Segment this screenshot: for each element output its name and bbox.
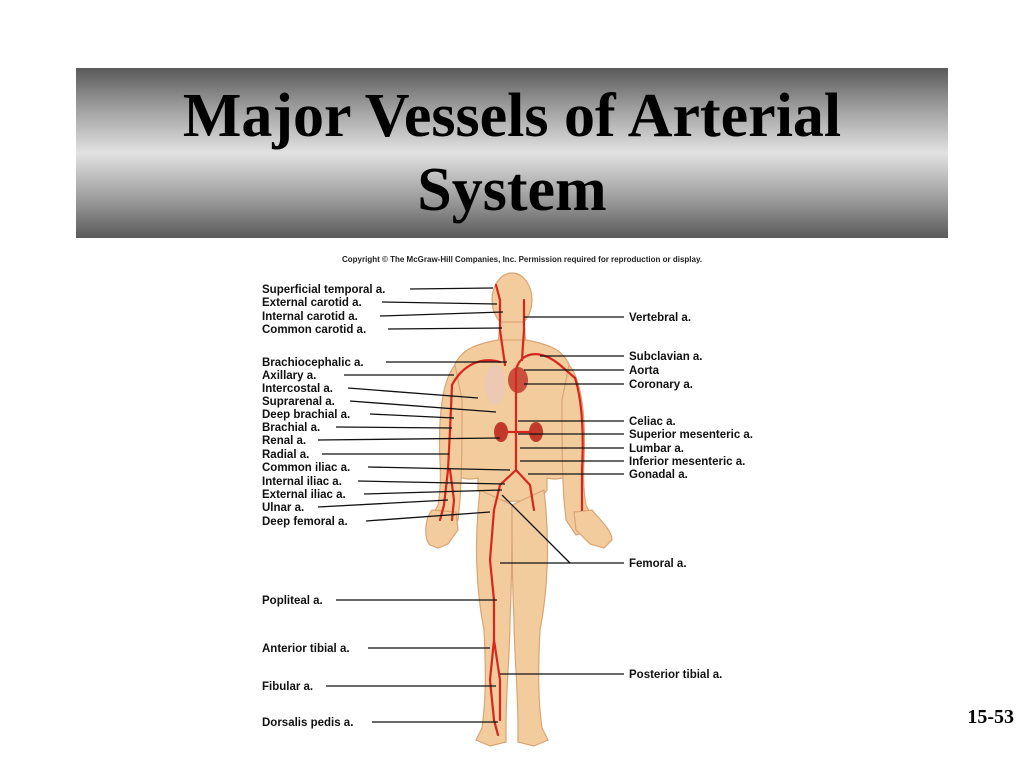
label-anterior-tibial: Anterior tibial a.	[262, 643, 350, 655]
label-superficial-temporal: Superficial temporal a.	[262, 284, 385, 296]
copyright-notice: Copyright © The McGraw-Hill Companies, I…	[342, 255, 703, 264]
label-femoral: Femoral a.	[629, 558, 687, 570]
right-labels: Vertebral a. Subclavian a. Aorta Coronar…	[629, 312, 753, 681]
label-gonadal: Gonadal a.	[629, 469, 688, 481]
left-kidney	[494, 422, 508, 442]
label-vertebral: Vertebral a.	[629, 312, 691, 324]
organs	[485, 365, 543, 442]
label-suprarenal: Suprarenal a.	[262, 396, 335, 408]
label-axillary: Axillary a.	[262, 370, 316, 382]
slide-number: 15-53	[967, 706, 1014, 728]
title-line-1: Major Vessels of Arterial	[182, 82, 842, 150]
title-line-2: System	[417, 156, 607, 224]
left-labels: Superficial temporal a. External carotid…	[262, 284, 385, 729]
label-common-carotid: Common carotid a.	[262, 324, 366, 336]
label-renal: Renal a.	[262, 435, 306, 447]
label-superior-mesenteric: Superior mesenteric a.	[629, 429, 753, 441]
label-subclavian: Subclavian a.	[629, 351, 703, 363]
lung-left	[485, 365, 505, 405]
label-posterior-tibial: Posterior tibial a.	[629, 669, 722, 681]
label-dorsalis-pedis: Dorsalis pedis a.	[262, 717, 353, 729]
title-banner: Major Vessels of Arterial System	[76, 68, 948, 238]
label-popliteal: Popliteal a.	[262, 595, 323, 607]
label-intercostal: Intercostal a.	[262, 383, 333, 395]
label-deep-femoral: Deep femoral a.	[262, 516, 348, 528]
label-brachiocephalic: Brachiocephalic a.	[262, 357, 364, 369]
slide-title: Major Vessels of Arterial System	[183, 79, 841, 227]
label-external-carotid: External carotid a.	[262, 297, 362, 309]
label-common-iliac: Common iliac a.	[262, 462, 350, 474]
label-radial: Radial a.	[262, 449, 309, 461]
label-brachial: Brachial a.	[262, 422, 320, 434]
label-ulnar: Ulnar a.	[262, 502, 304, 514]
label-internal-iliac: Internal iliac a.	[262, 476, 342, 488]
label-internal-carotid: Internal carotid a.	[262, 311, 358, 323]
label-aorta: Aorta	[629, 365, 660, 377]
label-fibular: Fibular a.	[262, 681, 313, 693]
label-inferior-mesenteric: Inferior mesenteric a.	[629, 456, 745, 468]
label-celiac: Celiac a.	[629, 416, 676, 428]
label-deep-brachial: Deep brachial a.	[262, 409, 350, 421]
heart	[508, 367, 528, 393]
label-lumbar: Lumbar a.	[629, 443, 684, 455]
right-kidney	[529, 422, 543, 442]
leader-lines	[317, 287, 624, 723]
label-external-iliac: External iliac a.	[262, 489, 346, 501]
label-coronary: Coronary a.	[629, 379, 693, 391]
